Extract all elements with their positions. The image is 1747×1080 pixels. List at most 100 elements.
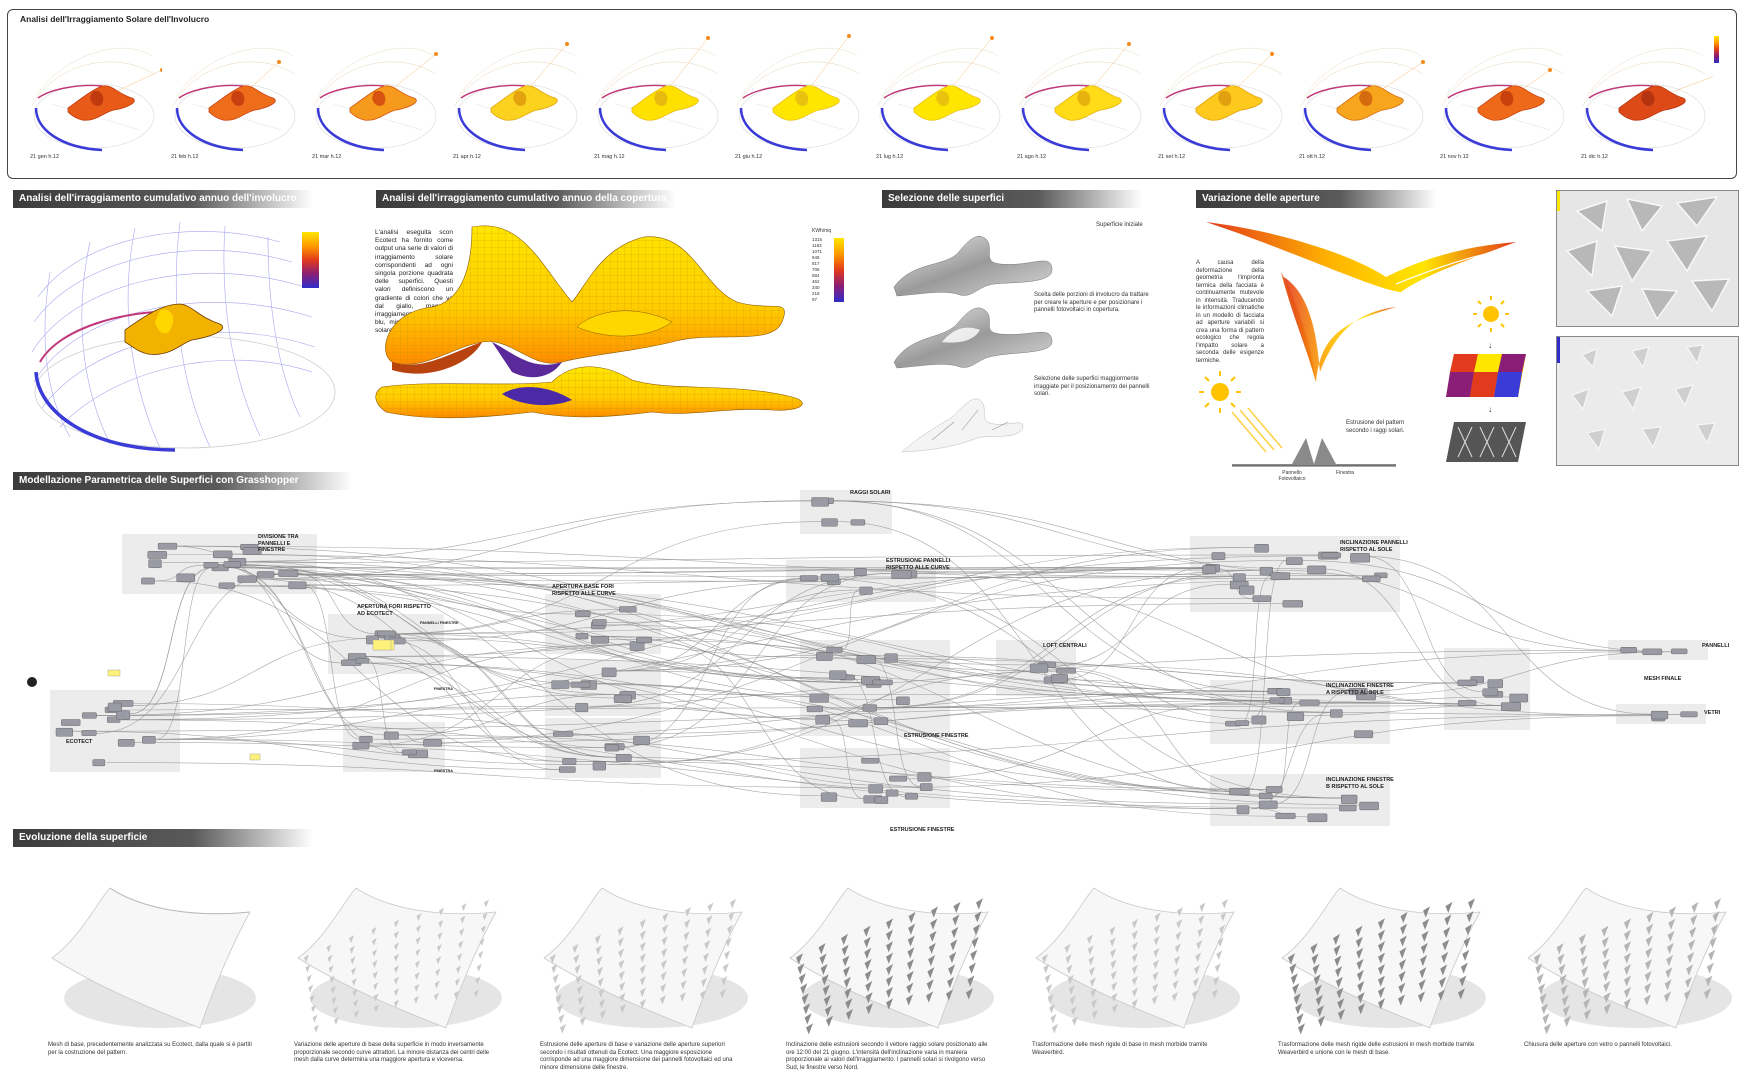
gh-component <box>1307 813 1328 823</box>
gh-component <box>1341 794 1358 804</box>
gh-component <box>142 736 156 744</box>
gh-component <box>799 575 818 582</box>
gh-wire <box>1364 556 1652 715</box>
gh-wire <box>355 662 1267 790</box>
gh-component <box>147 551 167 559</box>
gh-start-node <box>27 677 37 687</box>
gh-panel <box>107 669 121 677</box>
gh-wire <box>217 564 342 664</box>
gh-component <box>213 550 233 559</box>
gh-component <box>203 562 219 569</box>
gh-wire <box>156 567 212 740</box>
gh-component <box>237 575 257 583</box>
month-label-4: 21 apr h.12 <box>453 154 481 160</box>
gh-component <box>874 796 889 804</box>
gh-wire <box>398 637 867 683</box>
gh-component <box>861 757 880 764</box>
gh-wire <box>362 656 403 754</box>
month-label-5: 21 mag h.12 <box>594 154 625 160</box>
gh-component <box>809 693 829 703</box>
gh-component <box>811 497 829 507</box>
gh-panel <box>249 753 261 761</box>
gh-wire <box>373 691 1277 740</box>
gh-component <box>55 727 73 737</box>
apertures-section-header: Variazione delle aperture <box>1196 190 1436 208</box>
gh-component <box>377 630 396 637</box>
gh-component <box>256 571 275 578</box>
sunpath-svg-4 <box>454 42 578 152</box>
evolution-caption-4: Inclinazione delle estrusioni secondo il… <box>786 1042 988 1071</box>
gh-component <box>820 792 838 802</box>
gh-component <box>1265 786 1283 793</box>
gh-component <box>896 696 910 706</box>
sunpath-svg-8 <box>1018 42 1142 152</box>
gh-component <box>1229 787 1250 796</box>
gh-wire <box>606 569 1261 765</box>
roof-legend-value: 218 <box>812 291 820 296</box>
gh-component <box>1211 552 1226 560</box>
gh-component <box>1457 700 1477 707</box>
gh-component <box>288 581 307 590</box>
gh-wire <box>271 568 1203 575</box>
gh-component <box>1259 566 1273 576</box>
top-section-title: Analisi dell'Irraggiamento Solare dell'I… <box>20 14 210 24</box>
gh-component <box>1680 711 1698 718</box>
gh-component <box>562 758 577 765</box>
gh-wire <box>172 545 367 640</box>
evolution-stage-3: Estrusione delle aperture di base e vari… <box>532 848 752 1080</box>
evolution-stage-1: Mesh di base, precedentemente analizzata… <box>40 848 260 1080</box>
gh-wire <box>302 584 360 740</box>
gh-wire <box>391 609 620 635</box>
month-label-7: 21 lug h.12 <box>876 154 904 160</box>
gh-wire <box>156 739 606 749</box>
gh-component <box>1258 792 1273 800</box>
gh-wire <box>398 734 424 743</box>
apertures-diagram: ↓ ↓ A causa della deformazione della geo… <box>1196 212 1536 482</box>
gh-component <box>383 731 399 740</box>
gh-label-raggi: RAGGI SOLARI <box>850 490 891 496</box>
evolution-caption-1: Mesh di base, precedentemente analizzata… <box>48 1042 252 1056</box>
gh-wire <box>814 578 1342 799</box>
gh-component <box>1258 800 1278 809</box>
evolution-stage-6: Trasformazione delle mesh rigide delle e… <box>1270 848 1490 1080</box>
gh-wire <box>362 656 563 762</box>
gh-component <box>1251 715 1267 725</box>
gh-component <box>61 719 81 726</box>
gh-wire <box>1370 651 1672 696</box>
gh-wire <box>271 574 1277 692</box>
gh-component <box>591 636 609 644</box>
roof-legend-value: 1183 <box>812 243 822 248</box>
gh-component <box>850 519 866 526</box>
gh-wire <box>271 574 576 615</box>
gh-wire <box>391 568 1203 635</box>
gh-component <box>891 570 912 579</box>
evolution-caption-2: Variazione delle aperture di base della … <box>294 1042 490 1063</box>
gh-component <box>1354 730 1374 739</box>
gh-tag-pannelli-finestre: PANNELLI FINESTRE <box>420 621 459 625</box>
gh-wire <box>106 762 869 788</box>
evolution-surface-4 <box>789 887 994 1035</box>
gh-wire <box>292 572 1331 713</box>
gh-wire <box>1321 568 1502 706</box>
gh-wire <box>876 576 1234 708</box>
roof-section-header: Analisi dell'irraggiamento cumulativo an… <box>376 190 676 208</box>
gh-wire <box>242 500 818 562</box>
apertures-extrusion-caption: Estrusione del pattern secondo i raggi s… <box>1346 420 1405 434</box>
gh-component <box>575 632 589 640</box>
gh-component <box>1051 674 1068 684</box>
gh-label-out-vetri: VETRI <box>1704 710 1721 716</box>
gh-component <box>1202 565 1217 574</box>
gh-group-box <box>1190 536 1400 612</box>
gh-component <box>1321 552 1341 559</box>
gh-wire <box>237 564 581 684</box>
gh-component <box>117 739 135 747</box>
roof-legend-value: 584 <box>812 273 820 278</box>
gh-component <box>633 735 650 745</box>
gh-wire <box>271 574 1459 704</box>
gh-wire <box>576 714 1681 762</box>
gh-wire <box>121 568 1203 721</box>
gh-component <box>815 715 830 725</box>
gh-wire <box>616 589 860 672</box>
gh-wire <box>232 585 840 679</box>
